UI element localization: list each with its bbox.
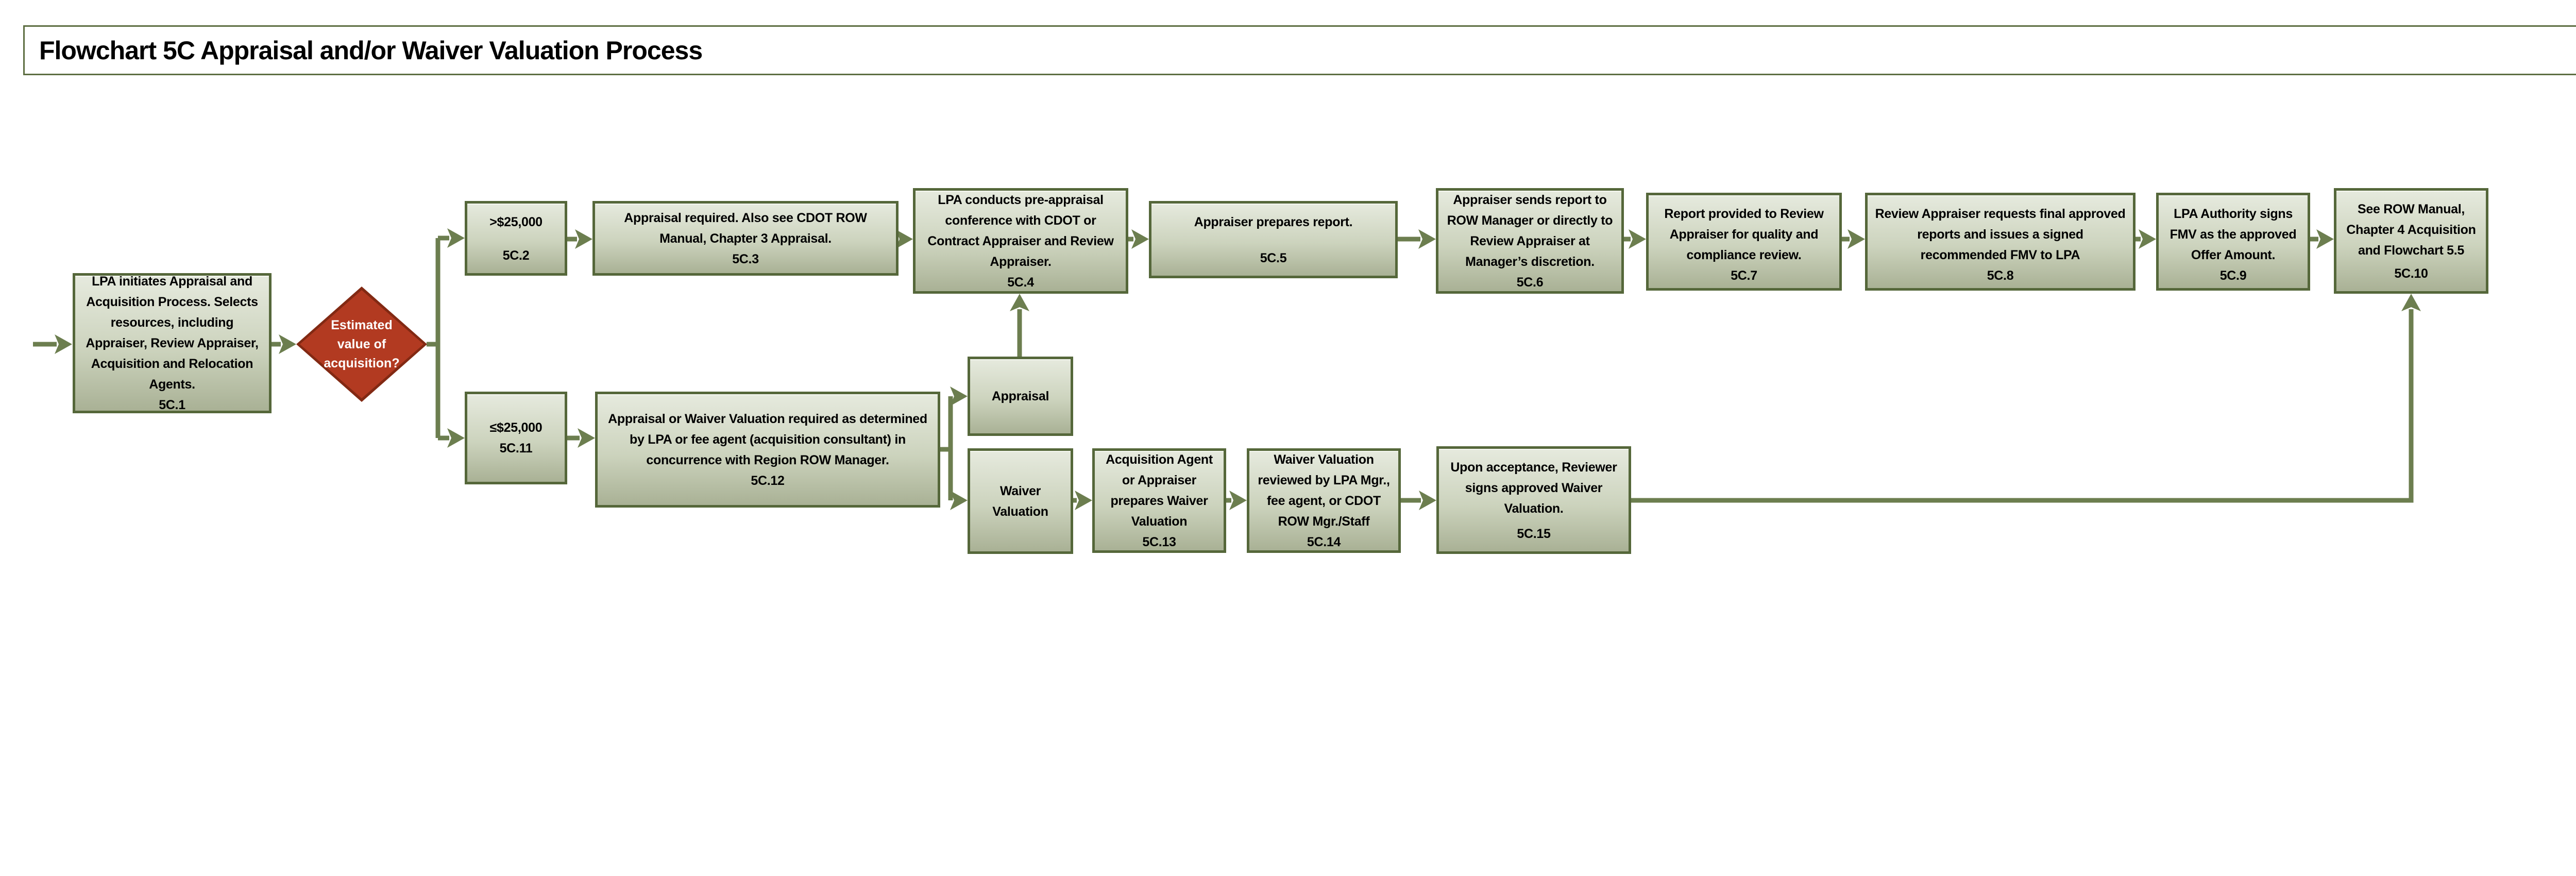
node-5c14: Waiver Valuation reviewed by LPA Mgr., f…: [1247, 448, 1401, 553]
node-5c12: Appraisal or Waiver Valuation required a…: [595, 392, 940, 508]
arrow-5c5-to-5c6: [1398, 229, 1436, 249]
node-5c11: ≤$25,000 5C.11: [465, 392, 567, 484]
title-bar: Flowchart 5C Appraisal and/or Waiver Val…: [23, 25, 2576, 75]
node-text: Report provided to Review Appraiser for …: [1664, 207, 1824, 262]
node-code: 5C.8: [1987, 268, 2014, 283]
node-5c13: Acquisition Agent or Appraiser prepares …: [1092, 448, 1226, 553]
arrow-5c6-to-5c7: [1624, 229, 1646, 249]
node-5c5: Appraiser prepares report. 5C.5: [1149, 201, 1398, 278]
node-text: LPA initiates Appraisal and Acquisition …: [86, 274, 259, 392]
node-text: Appraisal required. Also see CDOT ROW Ma…: [624, 210, 867, 246]
arrow-waiver-to-5c13: [1073, 491, 1092, 510]
arrow-5c14-to-5c15: [1401, 491, 1436, 510]
node-text: Waiver Valuation: [992, 483, 1048, 519]
arrow-start-to-5c1: [33, 334, 72, 354]
node-text: See ROW Manual, Chapter 4 Acquisition an…: [2346, 202, 2476, 258]
arrow-5c15-to-5c10: [1631, 294, 2421, 503]
node-code: 5C.2: [502, 248, 530, 263]
node-text: LPA conducts pre-appraisal conference wi…: [927, 192, 1114, 269]
node-code: 5C.4: [1007, 275, 1034, 290]
node-text: ≤$25,000: [489, 420, 543, 435]
node-5c10: See ROW Manual, Chapter 4 Acquisition an…: [2334, 188, 2488, 294]
arrow-5c8-to-5c9: [2136, 229, 2156, 249]
node-text: Review Appraiser requests final approved…: [1875, 207, 2126, 262]
node-code: 5C.9: [2219, 268, 2247, 283]
node-text: Appraiser sends report to ROW Manager or…: [1447, 192, 1613, 269]
node-5c3: Appraisal required. Also see CDOT ROW Ma…: [592, 201, 899, 276]
arrow-5c3-to-5c4: [895, 229, 913, 249]
node-appraisal: Appraisal: [968, 357, 1073, 436]
node-5c8: Review Appraiser requests final approved…: [1865, 193, 2136, 291]
node-5c4: LPA conducts pre-appraisal conference wi…: [913, 188, 1128, 294]
node-5c15: Upon acceptance, Reviewer signs approved…: [1436, 446, 1631, 554]
arrow-5c4-to-5c5: [1128, 229, 1149, 249]
node-code: 5C.1: [159, 398, 185, 412]
arrow-5c9-to-5c10: [2310, 229, 2334, 249]
node-text: Appraisal or Waiver Valuation required a…: [608, 411, 927, 467]
5c12-branch-lines: [940, 386, 968, 510]
node-5c1: LPA initiates Appraisal and Acquisition …: [73, 273, 272, 413]
node-code: 5C.15: [1517, 527, 1551, 541]
arrow-appraisal-to-5c4: [1010, 294, 1029, 357]
node-code: 5C.11: [499, 441, 533, 456]
node-code: 5C.14: [1307, 534, 1341, 549]
node-text: Appraisal: [991, 389, 1049, 403]
node-code: 5C.13: [1142, 534, 1176, 549]
node-text: LPA Authority signs FMV as the approved …: [2170, 207, 2297, 262]
node-waiver-valuation: Waiver Valuation: [968, 448, 1073, 554]
page-title: Flowchart 5C Appraisal and/or Waiver Val…: [39, 36, 703, 65]
node-code: 5C.6: [1516, 275, 1544, 290]
node-code: 5C.10: [2394, 266, 2428, 281]
node-5c9: LPA Authority signs FMV as the approved …: [2156, 193, 2310, 291]
decision-diamond: Estimated value of acquisition?: [296, 287, 427, 402]
node-code: 5C.5: [1260, 251, 1287, 265]
node-code: 5C.12: [751, 473, 785, 488]
node-text: Acquisition Agent or Appraiser prepares …: [1106, 452, 1213, 529]
node-text: Upon acceptance, Reviewer signs approved…: [1450, 460, 1617, 516]
arrow-5c13-to-5c14: [1226, 491, 1247, 510]
decision-text: Estimated value of acquisition?: [324, 317, 400, 370]
node-text: Waiver Valuation reviewed by LPA Mgr., f…: [1258, 452, 1390, 529]
node-code: 5C.3: [732, 251, 759, 266]
arrow-5c7-to-5c8: [1842, 229, 1865, 249]
arrow-5c1-to-decision: [272, 334, 296, 354]
node-5c6: Appraiser sends report to ROW Manager or…: [1436, 188, 1624, 294]
node-code: 5C.7: [1731, 268, 1757, 283]
arrow-5c11-to-5c12: [567, 428, 595, 448]
decision-branch-lines: [427, 228, 465, 448]
node-5c2: >$25,000 5C.2: [465, 201, 567, 276]
node-5c7: Report provided to Review Appraiser for …: [1646, 193, 1842, 291]
node-text: >$25,000: [489, 215, 543, 229]
arrow-5c2-to-5c3: [567, 229, 592, 249]
node-text: Appraiser prepares report.: [1194, 215, 1353, 229]
